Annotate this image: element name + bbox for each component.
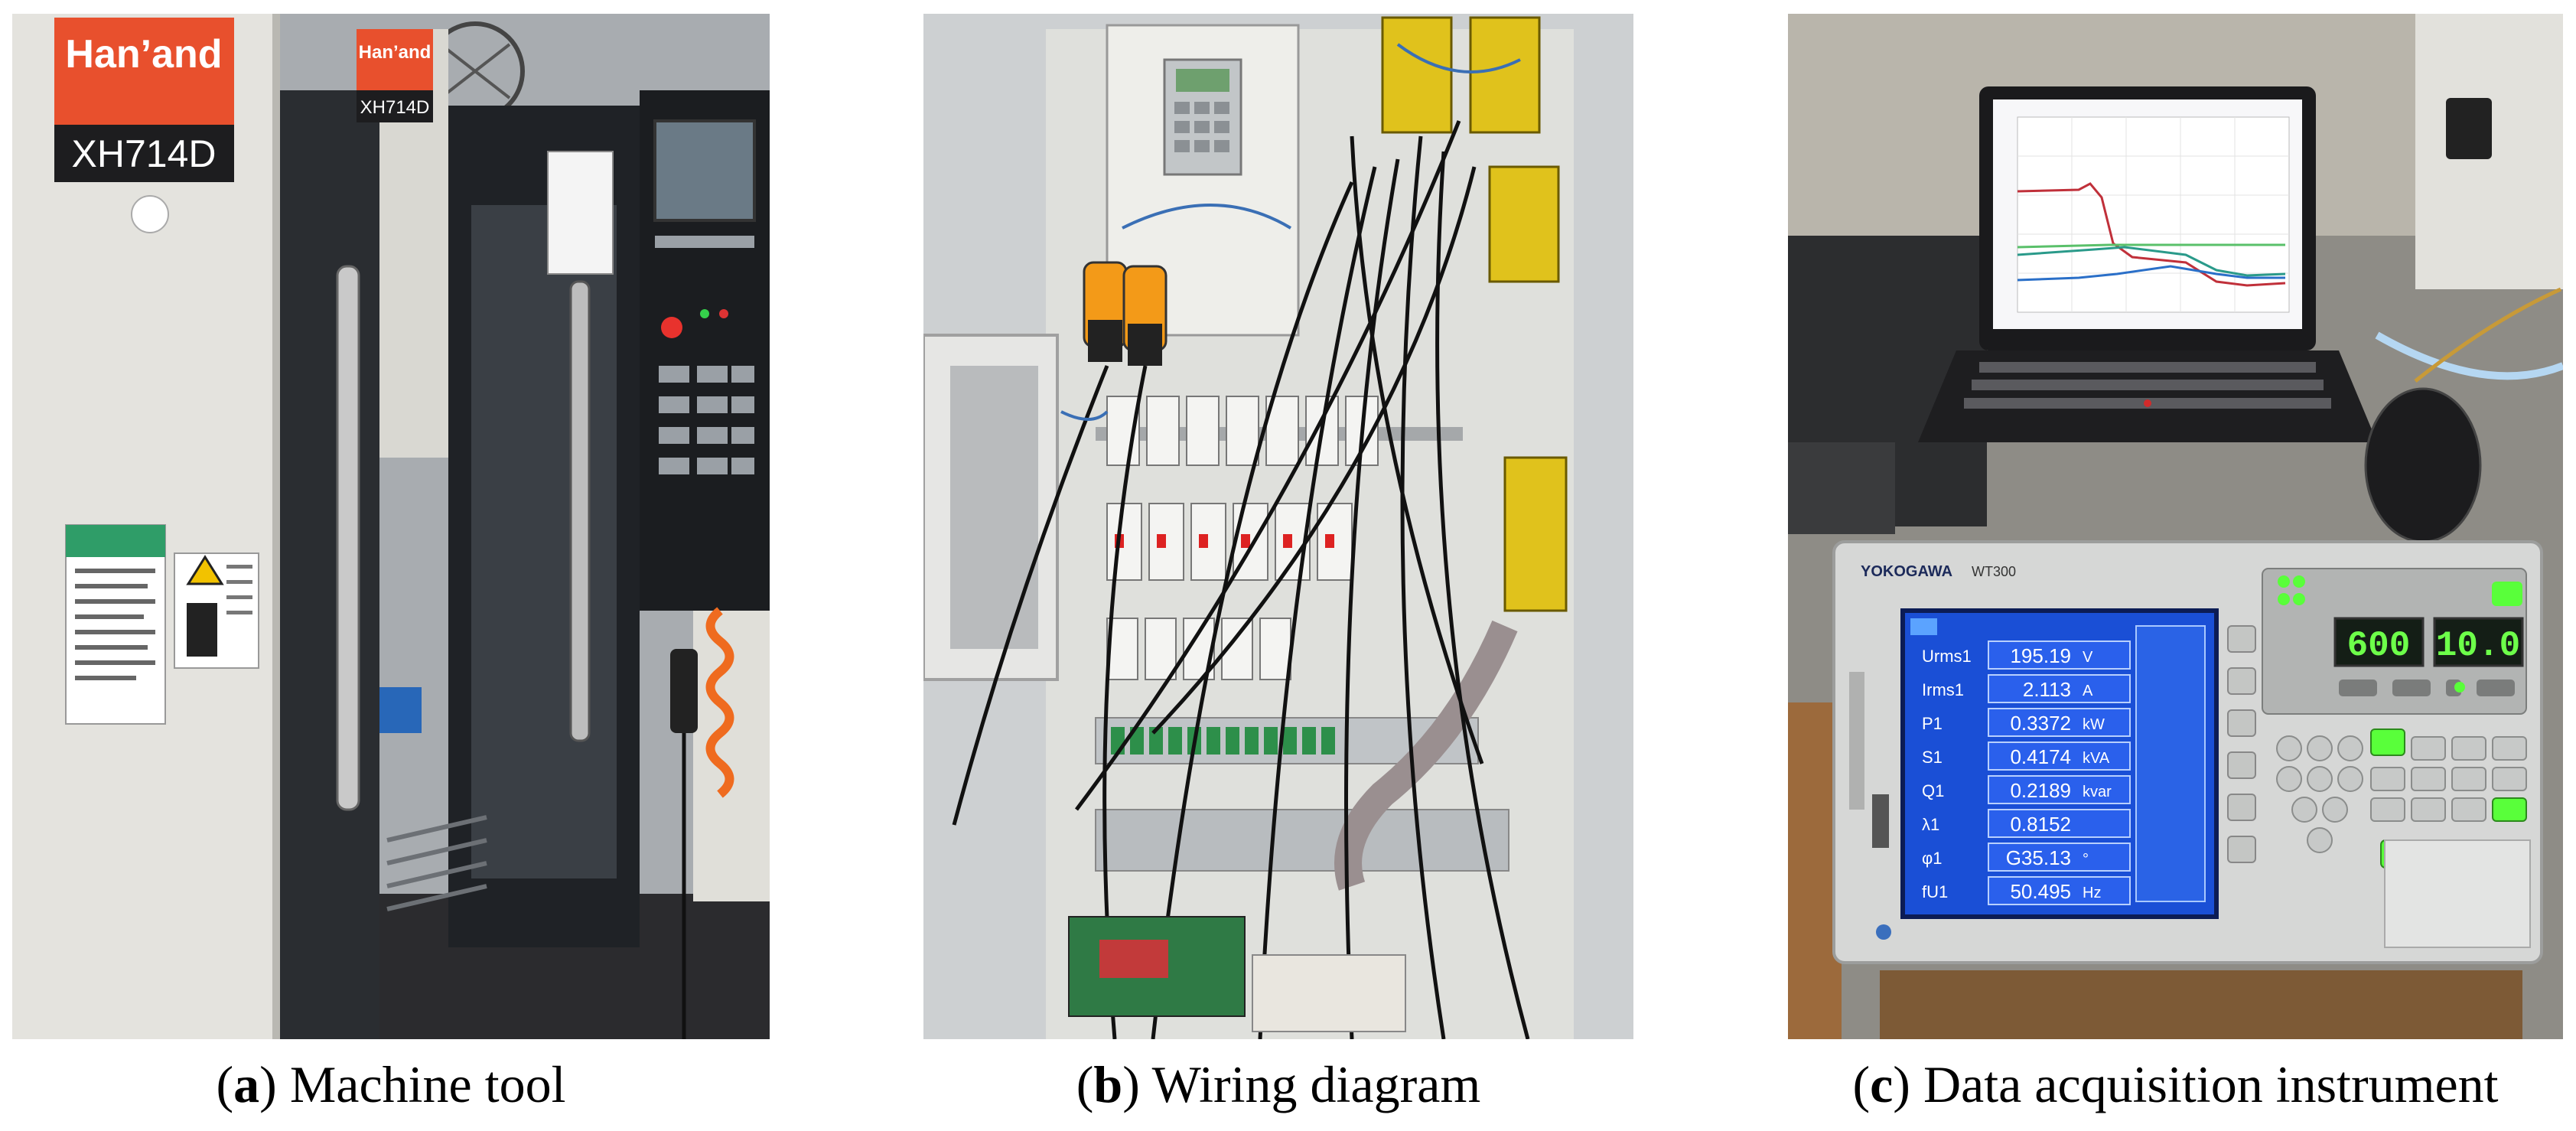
- reading-value: 0.4174: [2010, 745, 2071, 768]
- reading-unit: kVA: [2083, 750, 2110, 767]
- caption-letter-a: a: [233, 1055, 260, 1113]
- caption-letter-b: b: [1093, 1055, 1123, 1113]
- instrument-brand: YOKOGAWA: [1861, 563, 1952, 580]
- reading-value: 0.3372: [2010, 712, 2071, 735]
- reading-value-box: [1988, 674, 2131, 703]
- reading-row: Q1 0.2189 kvar: [1922, 775, 2131, 804]
- door-handle: [336, 265, 360, 811]
- servo-drive-1: [1381, 16, 1453, 134]
- machine-tool-illustration: Han’and XH714D Han’and XH714D: [12, 14, 770, 1039]
- right-door-handle: [569, 280, 591, 742]
- reading-label: φ1: [1922, 849, 1943, 868]
- instrument-model: WT300: [1972, 564, 2016, 579]
- coiled-cable: [705, 607, 734, 798]
- caption-text-a: Machine tool: [289, 1055, 566, 1113]
- current-range-display: [2433, 617, 2524, 667]
- reading-row: P1 0.3372 kW: [1922, 708, 2131, 737]
- voltage-range-value: 600: [2347, 626, 2411, 666]
- reading-unit: Hz: [2083, 885, 2101, 901]
- reading-value: 50.495: [2010, 880, 2071, 903]
- reading-unit: A: [2083, 683, 2093, 699]
- caption-wiring: (b) Wiring diagram: [1076, 1055, 1481, 1113]
- caption-data-acquisition: (c) Data acquisition instrument: [1852, 1055, 2499, 1113]
- reading-label: fU1: [1922, 882, 1948, 901]
- breaker-row-1: [1106, 396, 1379, 466]
- laptop-plot: [2017, 116, 2290, 313]
- reading-label: λ1: [1922, 815, 1939, 834]
- breaker-row-3: [1106, 618, 1291, 680]
- servo-drive-2: [1469, 16, 1541, 134]
- small-model-label: XH714D: [360, 97, 430, 118]
- reading-value: 195.19: [2010, 644, 2071, 667]
- paper-notice: [547, 151, 614, 275]
- reading-value-box: [1988, 876, 2131, 905]
- reading-value: 2.113: [2023, 678, 2071, 701]
- reading-unit: V: [2083, 649, 2093, 666]
- range-led-indicators: [2278, 575, 2305, 605]
- reading-value-box: [1988, 708, 2131, 737]
- breaker-row-2: [1106, 503, 1353, 581]
- data-acquisition-photo: YOKOGAWA WT300 Urms1 195.19 V Irms1 2.113 A P1…: [1788, 14, 2563, 1039]
- reading-unit: kvar: [2083, 784, 2112, 800]
- screen-sidebar: [2135, 625, 2206, 902]
- model-label: XH714D: [72, 132, 217, 175]
- reading-value-box: [1988, 843, 2131, 872]
- reading-label: Urms1: [1922, 647, 1972, 666]
- brand-badge: [54, 18, 234, 125]
- small-brand-label: Han’and: [359, 42, 432, 63]
- cnc-screen: [653, 119, 756, 222]
- wiring-photo: [923, 14, 1633, 1039]
- reading-label: Q1: [1922, 781, 1944, 800]
- reading-value: G35.13: [2006, 846, 2071, 869]
- mouse-icon: [2364, 387, 2482, 543]
- voltage-range-display: [2333, 617, 2425, 667]
- current-clamp-icon: [1083, 261, 1168, 366]
- reading-row: Irms1 2.113 A: [1922, 674, 2131, 703]
- reading-label: Irms1: [1922, 680, 1964, 699]
- caption-machine-tool: (a) Machine tool: [216, 1055, 566, 1113]
- reading-value-box: [1988, 809, 2131, 838]
- reading-value-box: [1988, 775, 2131, 804]
- servo-drive-4: [1503, 456, 1568, 612]
- caption-letter-c: c: [1870, 1055, 1894, 1113]
- emergency-stop-icon: [661, 317, 682, 338]
- laptop-keyboard: [1918, 350, 2377, 442]
- wiring-illustration: [923, 14, 1633, 1039]
- brand-label: Han’and: [65, 32, 222, 77]
- reading-value-box: [1988, 640, 2131, 670]
- reading-label: P1: [1922, 714, 1943, 733]
- reading-unit: °: [2083, 851, 2089, 868]
- reading-unit: kW: [2083, 716, 2105, 733]
- reading-value-box: [1988, 742, 2131, 771]
- warning-sticker: [65, 524, 166, 725]
- reading-row: S1 0.4174 kVA: [1922, 742, 2131, 771]
- caption-text-b: Wiring diagram: [1151, 1055, 1481, 1113]
- caption-text-c: Data acquisition instrument: [1923, 1055, 2499, 1113]
- reading-value: 0.8152: [2010, 813, 2071, 836]
- machine-tool-photo: Han’and XH714D Han’and XH714D: [12, 14, 770, 1039]
- data-acquisition-illustration: YOKOGAWA WT300 Urms1 195.19 V Irms1 2.113 A P1…: [1788, 14, 2563, 1039]
- measurement-cables: [952, 120, 1530, 1039]
- handwheel-pendant: [670, 649, 698, 733]
- servo-drive-3: [1488, 165, 1560, 283]
- reading-value: 0.2189: [2010, 779, 2071, 802]
- reading-table: Urms1 195.19 V Irms1 2.113 A P1 0.3372 kW S1 0.417…: [1922, 640, 2131, 905]
- current-range-value: 10.0: [2436, 626, 2520, 666]
- reading-row: φ1 G35.13 °: [1922, 843, 2131, 872]
- reading-row: fU1 50.495 Hz: [1922, 876, 2131, 905]
- reading-row: Urms1 195.19 V: [1922, 640, 2131, 670]
- reading-row: λ1 0.8152: [1922, 809, 2131, 838]
- reading-label: S1: [1922, 748, 1943, 767]
- front-cover: [2384, 839, 2531, 948]
- ribbon-cable: [1334, 620, 1518, 891]
